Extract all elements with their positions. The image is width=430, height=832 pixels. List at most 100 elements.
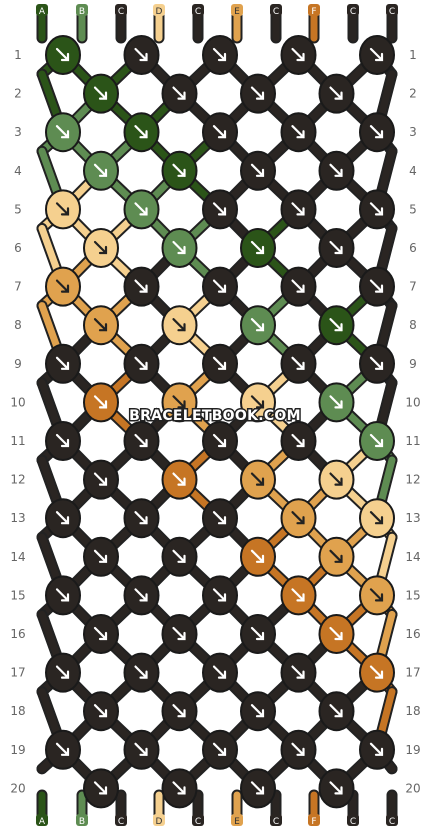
arrow-icon [55,202,70,216]
arrow-icon [369,125,384,139]
knot [318,768,355,809]
knot [202,112,238,153]
arrow-icon [291,742,305,756]
knot [202,266,238,307]
arrow-icon [212,433,227,448]
arrow-icon [369,665,384,679]
arrow-icon [212,125,227,139]
arrow-icon [329,704,343,718]
strand-label: C [195,817,201,827]
knot [318,459,355,500]
strand-label: A [39,7,46,17]
arrow-icon [134,47,148,62]
knot [83,150,119,191]
row-label-left: 2 [14,87,22,101]
strand-label: C [350,817,356,827]
row-label-right: 14 [405,550,420,564]
strand-label-chip [308,4,320,16]
arrow-icon [172,395,186,409]
arrow-icon [172,86,186,100]
arrow-icon [93,626,108,641]
arrow-icon [369,511,384,525]
arrow-icon [250,395,265,409]
knot [161,228,198,268]
knot [318,228,355,268]
knot [240,614,276,654]
arrow-icon [212,47,227,62]
arrow-icon [291,665,305,679]
arrow-icon [291,202,305,216]
arrow-icon [55,742,70,756]
arrow-icon [55,433,70,448]
knot [240,459,276,500]
arrow-icon [329,395,343,409]
strand-label-chip [76,814,88,826]
knot [280,266,317,307]
strand-label-chip [192,814,204,826]
arrow-icon [329,626,343,641]
knot [318,691,355,732]
row-label-left: 17 [10,666,25,680]
arrow-icon [172,472,186,486]
knot [240,228,276,268]
row-label-right: 2 [409,87,417,101]
arrow-icon [172,781,186,795]
knot [45,575,81,616]
row-label-left: 10 [10,395,25,409]
strand-label: C [389,817,395,827]
arrow-icon [329,240,343,255]
knot [161,691,198,732]
knot [280,575,317,616]
knot [280,189,317,230]
arrow-icon [55,279,70,293]
row-label-right: 15 [405,588,420,602]
strand-label-chip [386,4,398,16]
knot [161,768,198,809]
knot [123,498,160,539]
arrow-icon [212,279,227,293]
knot [161,73,198,114]
knot [83,382,119,423]
row-label-left: 7 [14,280,22,294]
arrow-icon [250,240,265,255]
knot [123,35,160,75]
knot [202,575,238,616]
arrow-icon [93,549,108,563]
knot [123,421,160,461]
arrow-icon [369,588,384,602]
knot [45,729,81,770]
knot [280,421,317,461]
knot [123,652,160,693]
strand-label-chip [153,814,165,826]
arrow-icon [93,86,108,100]
strand-label: E [234,817,240,827]
knot [83,228,119,268]
arrow-icon [172,318,186,332]
row-label-right: 16 [405,627,420,641]
arrow-icon [212,742,227,756]
row-label-right: 18 [405,704,420,718]
arrow-icon [134,588,148,602]
knot [45,112,81,153]
arrow-icon [250,704,265,718]
row-label-right: 19 [405,743,420,757]
knot [202,35,238,75]
knot [359,189,395,230]
arrow-icon [55,665,70,679]
row-label-right: 11 [405,434,420,448]
arrow-icon [250,781,265,795]
arrow-icon [93,318,108,332]
knot [83,691,119,732]
arrow-icon [212,511,227,525]
knot [240,768,276,809]
row-label-left: 20 [10,781,25,795]
arrow-icon [93,472,108,486]
knot [280,729,317,770]
arrow-icon [134,125,148,139]
strand-label: B [79,7,85,17]
arrow-icon [134,511,148,525]
knot [359,498,395,539]
knot [318,536,355,577]
knot [45,189,81,230]
